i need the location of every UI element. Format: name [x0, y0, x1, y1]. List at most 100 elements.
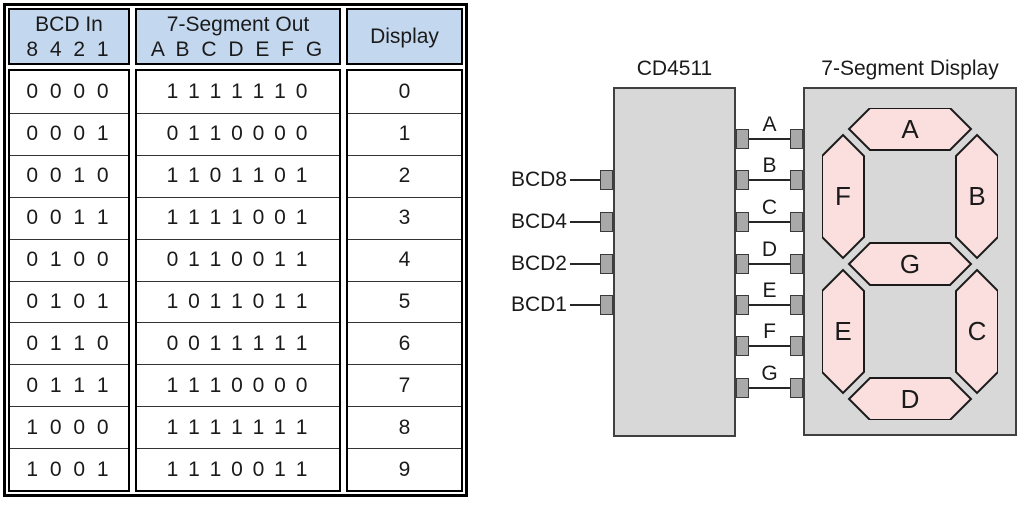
segment-cell: 0 0 1 1 1 1 1 — [137, 322, 339, 364]
output-wire-label-g: G — [761, 362, 778, 385]
chip-title: CD4511 — [636, 57, 713, 80]
segment-e-label: E — [834, 316, 851, 346]
column-header-7segment-out: 7-Segment Out A B C D E F G — [135, 8, 341, 65]
chip-input-pin-bcd2 — [600, 254, 613, 274]
input-wire-bcd2 — [570, 263, 600, 265]
seven-segment-digit: A F B G E C D — [822, 108, 998, 420]
header-segment-letters: A B C D E F G — [150, 37, 326, 61]
column-header-display: Display — [346, 8, 463, 65]
bcd-cell: 1 0 0 1 — [10, 448, 128, 490]
bcd-cell: 0 0 1 1 — [10, 196, 128, 239]
output-wire-c — [749, 221, 790, 223]
display-input-pin-a — [790, 129, 803, 149]
segment-cell: 1 1 0 1 1 0 1 — [137, 154, 339, 197]
output-wire-label-b: B — [762, 154, 777, 177]
chip-output-pin-c — [736, 212, 749, 232]
segment-d — [847, 377, 973, 420]
display-input-pin-e — [790, 295, 803, 315]
display-cell: 2 — [348, 154, 461, 197]
segment-g — [847, 242, 973, 286]
chip-output-pin-b — [736, 170, 749, 190]
display-input-pin-d — [790, 254, 803, 274]
chip-output-pin-e — [736, 295, 749, 315]
bcd-cell: 0 1 1 0 — [10, 322, 128, 364]
segment-cell: 1 1 1 1 0 0 1 — [137, 196, 339, 239]
segment-cell: 1 1 1 0 0 1 1 — [137, 448, 339, 490]
column-7segment-out: 7-Segment Out A B C D E F G 1 1 1 1 1 1 … — [135, 8, 341, 492]
chip-input-pin-bcd1 — [600, 295, 613, 315]
header-bcd-in-title: BCD In — [35, 12, 103, 36]
segment-a — [847, 108, 973, 151]
display-input-pin-f — [790, 336, 803, 356]
input-wire-bcd4 — [570, 221, 600, 223]
output-wire-label-c: C — [761, 196, 778, 219]
segment-f — [822, 133, 865, 260]
input-wire-bcd8 — [570, 179, 600, 181]
header-bcd-weights: 8 4 2 1 — [26, 37, 112, 61]
segment-f-label: F — [835, 181, 851, 211]
input-label-bcd1: BCD1 — [510, 293, 567, 316]
segment-b — [955, 133, 998, 260]
display-input-pin-g — [790, 378, 803, 398]
input-label-bcd2: BCD2 — [510, 252, 567, 275]
display-input-pin-c — [790, 212, 803, 232]
segment-out-cells: 1 1 1 1 1 1 0 0 1 1 0 0 0 0 1 1 0 1 1 0 … — [135, 69, 341, 492]
segment-c-label: C — [968, 316, 987, 346]
output-wire-d — [749, 263, 790, 265]
display-cell: 7 — [348, 364, 461, 406]
chip-output-pin-a — [736, 129, 749, 149]
bcd-in-cells: 0 0 0 0 0 0 0 1 0 0 1 0 0 0 1 1 0 1 0 0 … — [8, 69, 130, 492]
bcd-cell: 0 0 0 1 — [10, 112, 128, 155]
output-wire-label-e: E — [762, 279, 777, 302]
bcd-cell: 0 1 0 1 — [10, 280, 128, 323]
header-7segment-title: 7-Segment Out — [166, 12, 310, 36]
segment-cell: 1 0 1 1 0 1 1 — [137, 280, 339, 323]
display-cell: 3 — [348, 196, 461, 239]
bcd-cell: 1 0 0 0 — [10, 406, 128, 448]
chip-output-pin-d — [736, 254, 749, 274]
segment-cell: 0 1 1 0 0 0 0 — [137, 112, 339, 155]
input-wire-bcd1 — [570, 304, 600, 306]
chip-output-pin-g — [736, 378, 749, 398]
output-wire-label-d: D — [761, 238, 778, 261]
bcd-cell: 0 1 0 0 — [10, 238, 128, 281]
input-label-bcd8: BCD8 — [510, 168, 567, 191]
output-wire-label-a: A — [762, 113, 777, 136]
display-cell: 1 — [348, 112, 461, 155]
column-header-bcd-in: BCD In 8 4 2 1 — [8, 8, 130, 65]
chip-input-pin-bcd4 — [600, 212, 613, 232]
segment-d-label: D — [901, 384, 920, 414]
display-cell: 6 — [348, 322, 461, 364]
segment-cell: 1 1 1 1 1 1 0 — [166, 79, 310, 103]
header-display-title: Display — [370, 25, 439, 48]
cd4511-chip — [613, 87, 736, 437]
display-cells: 0 1 2 3 4 5 6 7 8 9 — [346, 69, 463, 492]
segment-g-label: G — [900, 249, 920, 279]
output-wire-f — [749, 345, 790, 347]
output-wire-e — [749, 304, 790, 306]
truth-table: BCD In 8 4 2 1 0 0 0 0 0 0 0 1 0 0 1 0 0… — [3, 3, 468, 497]
chip-input-pin-bcd8 — [600, 170, 613, 190]
output-wire-b — [749, 179, 790, 181]
column-display: Display 0 1 2 3 4 5 6 7 8 9 — [346, 8, 463, 492]
output-wire-a — [749, 138, 790, 140]
bcd-cell: 0 0 0 0 — [26, 79, 112, 103]
column-bcd-in: BCD In 8 4 2 1 0 0 0 0 0 0 0 1 0 0 1 0 0… — [8, 8, 130, 492]
display-cell: 8 — [348, 406, 461, 448]
input-label-bcd4: BCD4 — [510, 210, 567, 233]
display-cell: 4 — [348, 238, 461, 281]
segment-cell: 1 1 1 1 1 1 1 — [137, 406, 339, 448]
bcd-cell: 0 1 1 1 — [10, 364, 128, 406]
output-wire-label-f: F — [763, 320, 776, 343]
segment-c — [955, 268, 998, 395]
display-title: 7-Segment Display — [821, 57, 999, 80]
chip-output-pin-f — [736, 336, 749, 356]
display-cell: 9 — [348, 448, 461, 490]
bcd-cell: 0 0 1 0 — [10, 154, 128, 197]
display-cell: 5 — [348, 280, 461, 323]
segment-cell: 0 1 1 0 0 1 1 — [137, 238, 339, 281]
display-input-pin-b — [790, 170, 803, 190]
segment-a-label: A — [901, 114, 919, 144]
segment-cell: 1 1 1 0 0 0 0 — [137, 364, 339, 406]
